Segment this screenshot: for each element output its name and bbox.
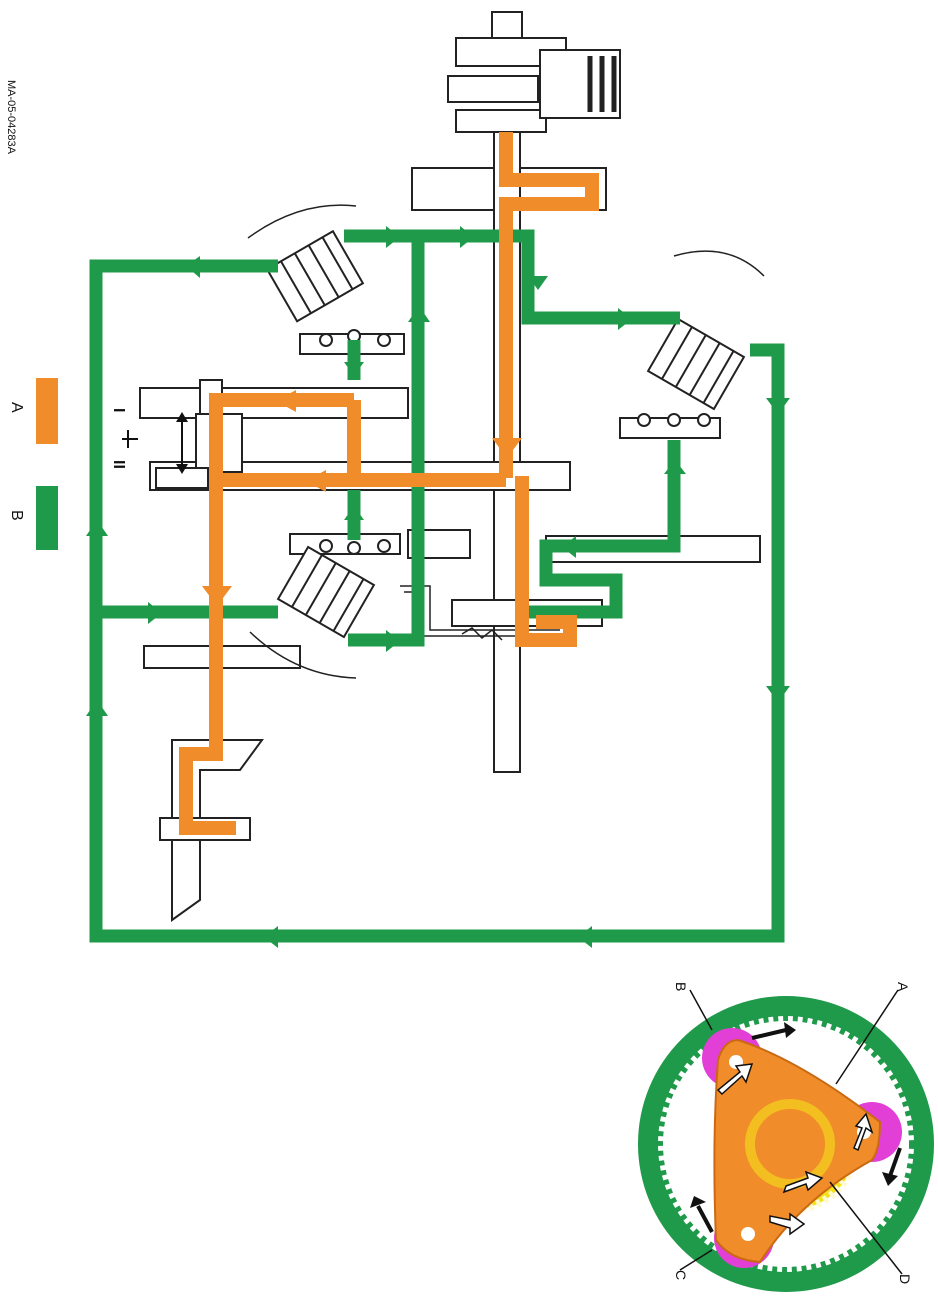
- planetary-gear-set: A B C D: [638, 982, 934, 1292]
- shift-label-two: II: [110, 460, 127, 469]
- legend: A B: [8, 378, 58, 550]
- hydraulic-unit-right: [648, 319, 744, 409]
- planetary-label-d: D: [897, 1274, 913, 1284]
- planetary-label-a: A: [895, 982, 911, 992]
- legend-label-b: B: [8, 510, 25, 521]
- flow-a-arrows: [202, 390, 522, 606]
- legend-swatch-b: [36, 486, 58, 550]
- planetary-label-c: C: [673, 1270, 689, 1280]
- hydraulic-unit-bottom-left: [278, 547, 374, 637]
- legend-label-a: A: [8, 402, 25, 413]
- figure-id: MA-05-04283A: [5, 80, 17, 155]
- planetary-label-b: B: [673, 982, 689, 991]
- mechanical-parts: [140, 12, 760, 920]
- legend-swatch-a: [36, 378, 58, 444]
- hydraulic-unit-top-left: [267, 231, 363, 321]
- shift-label-one: I: [110, 408, 127, 412]
